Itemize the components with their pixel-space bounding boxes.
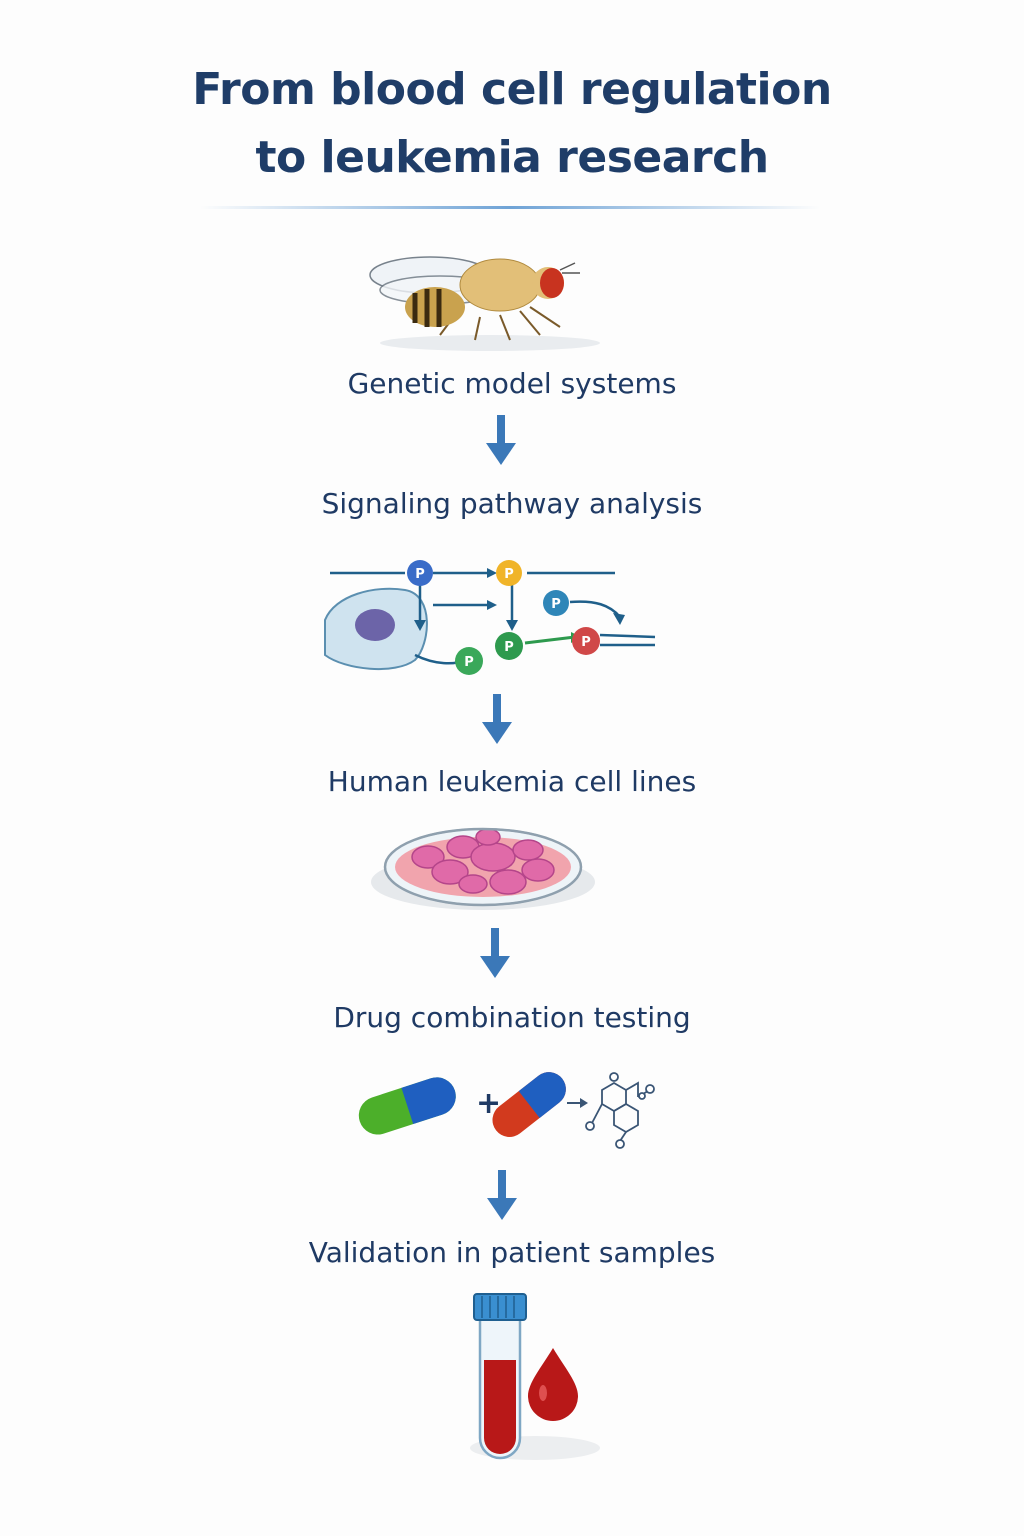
node-label: P (504, 640, 514, 655)
title-line-1: From blood cell regulation (192, 64, 832, 115)
node-label: P (504, 567, 514, 582)
petri-dish-icon (371, 827, 595, 910)
node-label: P (551, 597, 561, 612)
step-label-genetic-model-systems: Genetic model systems (347, 367, 677, 400)
fruit-fly-icon (369, 256, 600, 351)
step-label-validation-in-patient-samples: Validation in patient samples (308, 1236, 716, 1269)
down-arrow-icon (480, 928, 510, 978)
down-arrow-icon (482, 694, 512, 744)
title-divider (200, 206, 820, 209)
step-label-signaling-pathway-analysis: Signaling pathway analysis (321, 487, 703, 520)
node-label: P (415, 567, 425, 582)
node-label: P (581, 635, 591, 650)
step-label-human-leukemia-cell-lines: Human leukemia cell lines (327, 765, 697, 798)
node-label: P (464, 655, 474, 670)
signaling-pathway-icon: P P P P P P (324, 560, 656, 675)
step-label-drug-combination-testing: Drug combination testing (333, 1001, 691, 1034)
down-arrow-icon (486, 415, 516, 465)
blood-sample-tube-icon (470, 1293, 600, 1460)
down-arrow-icon (487, 1170, 517, 1220)
drug-combination-icon: + (358, 1072, 655, 1149)
title-line-2: to leukemia research (255, 132, 769, 183)
